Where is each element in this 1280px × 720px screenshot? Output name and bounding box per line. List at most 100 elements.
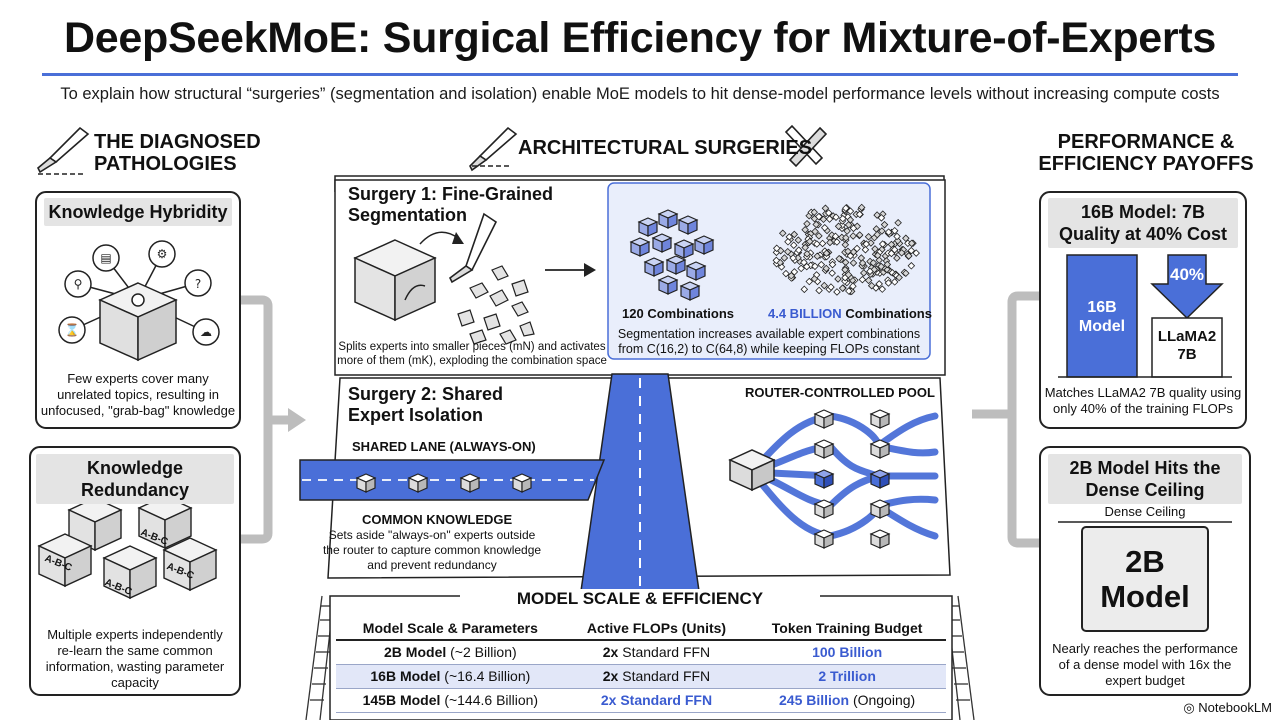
table-row: 2B Model (~2 Billion) 2x Standard FFN 10… bbox=[336, 640, 946, 665]
cluster-cube bbox=[803, 250, 811, 258]
cluster-cube bbox=[878, 227, 886, 235]
cluster-cube bbox=[902, 234, 910, 243]
flops-multiplier: 2x bbox=[600, 692, 617, 708]
table-cell-budget: 245 Billion (Ongoing) bbox=[748, 688, 946, 713]
notebook-icon: ◎ bbox=[1183, 700, 1195, 715]
cluster-cube bbox=[834, 275, 842, 283]
payoffs-heading-line2: EFFICIENCY PAYOFFS bbox=[1038, 153, 1254, 175]
card2-title-line1: 2B Model Hits the bbox=[1069, 458, 1221, 478]
cluster-cube bbox=[864, 276, 873, 285]
cluster-cube bbox=[845, 287, 853, 295]
cluster-cube bbox=[790, 241, 798, 249]
cluster-cube bbox=[838, 284, 847, 292]
cluster-cube bbox=[825, 215, 834, 223]
common-knowledge-label: COMMON KNOWLEDGE bbox=[362, 512, 513, 527]
page-title: DeepSeekMoE: Surgical Efficiency for Mix… bbox=[64, 14, 1216, 62]
cluster-cube bbox=[849, 224, 858, 233]
surgery2-title-line1: Surgery 2: Shared bbox=[348, 384, 504, 404]
card2-caption: Nearly reaches the performance of a dens… bbox=[1044, 641, 1246, 689]
combo-cluster-large bbox=[772, 203, 920, 296]
cluster-cube bbox=[873, 230, 882, 239]
cluster-cube bbox=[797, 264, 805, 273]
cluster-cube bbox=[777, 263, 786, 271]
svg-text:▤: ▤ bbox=[100, 251, 111, 265]
surgery1-caption-line: Splits experts into smaller pieces (mN) … bbox=[338, 341, 606, 353]
cluster-cube bbox=[893, 237, 902, 245]
svg-text:☁: ☁ bbox=[200, 325, 212, 339]
budget-note: (Ongoing) bbox=[852, 692, 916, 708]
flops-multiplier: 2x bbox=[602, 644, 619, 661]
cluster-cube bbox=[822, 249, 831, 258]
cluster-cube bbox=[787, 272, 796, 280]
hybridity-caption: Few experts cover many unrelated topics,… bbox=[40, 371, 236, 419]
cluster-cube bbox=[875, 280, 883, 288]
cluster-cube bbox=[884, 228, 893, 236]
cluster-cube bbox=[864, 232, 873, 241]
cluster-cube bbox=[801, 243, 809, 252]
ruler-pencil-icon bbox=[784, 124, 828, 168]
table-cell-model: 16B Model (~16.4 Billion) bbox=[336, 664, 565, 689]
cluster-cube bbox=[907, 246, 916, 255]
cluster-cube bbox=[887, 249, 896, 258]
table-header-cell: Active FLOPs (Units) bbox=[564, 616, 749, 641]
card1-title: 16B Model: 7B Quality at 40% Cost bbox=[1048, 198, 1238, 248]
cluster-cube bbox=[790, 268, 799, 276]
cluster-cube bbox=[813, 240, 821, 248]
cluster-cube bbox=[815, 212, 823, 221]
llama-label-line1: LLaMA2 bbox=[1157, 328, 1217, 345]
combo-caption-line: Segmentation increases available expert … bbox=[617, 327, 921, 341]
svg-text:?: ? bbox=[195, 277, 201, 291]
cluster-cube bbox=[873, 251, 882, 260]
router-icon bbox=[728, 449, 776, 492]
cluster-cube bbox=[784, 238, 792, 246]
left-connector bbox=[240, 295, 290, 544]
cluster-cube bbox=[843, 227, 851, 235]
cluster-cube bbox=[858, 259, 867, 267]
cluster-cube bbox=[842, 234, 850, 242]
cluster-cube bbox=[890, 278, 899, 286]
cluster-cube bbox=[855, 231, 864, 239]
svg-text:⌛: ⌛ bbox=[65, 323, 80, 337]
surgery1-caption-line: more of them (mK), exploding the combina… bbox=[337, 355, 607, 367]
cluster-cube bbox=[846, 207, 855, 215]
cluster-cube bbox=[790, 230, 799, 239]
cluster-cube bbox=[861, 245, 870, 254]
cluster-cube bbox=[824, 209, 833, 217]
card1-title-line2: Quality at 40% Cost bbox=[1058, 224, 1228, 244]
surgery2-caption: Sets aside "always-on" experts outside t… bbox=[316, 528, 548, 573]
scalpel-icon bbox=[448, 212, 498, 284]
flops-multiplier: 2x bbox=[602, 668, 619, 684]
llama-bar bbox=[1151, 317, 1223, 378]
table-header-cell: Model Scale & Parameters bbox=[336, 616, 565, 641]
model-name: 145B Model bbox=[362, 692, 441, 708]
16b-bar-label-line1: 16B bbox=[1087, 299, 1117, 316]
cluster-cube bbox=[821, 204, 830, 213]
combo-large-label: 4.4 BILLION Combinations bbox=[768, 306, 932, 321]
cluster-cube bbox=[853, 222, 862, 231]
hybridity-caption-line: Few experts cover many bbox=[67, 371, 209, 386]
cluster-cube bbox=[813, 252, 822, 260]
surgery1-title: Surgery 1: Fine-Grained Segmentation bbox=[348, 184, 553, 226]
cluster-cube bbox=[895, 273, 903, 282]
pathologies-heading-line2: PATHOLOGIES bbox=[94, 153, 237, 175]
cluster-cube bbox=[778, 229, 787, 238]
cluster-cube bbox=[782, 269, 790, 278]
token-budget: 2 Trillion bbox=[818, 668, 876, 684]
redundancy-caption-line: re-learn the same common bbox=[57, 643, 213, 658]
cluster-cube bbox=[902, 269, 910, 278]
model-scale-table: Model Scale & Parameters Active FLOPs (U… bbox=[336, 616, 946, 713]
token-budget: 245 Billion bbox=[779, 692, 850, 708]
cluster-cube bbox=[818, 239, 827, 248]
cluster-cube bbox=[811, 227, 819, 236]
cluster-cube bbox=[820, 281, 829, 290]
pathologies-heading-line1: THE DIAGNOSED bbox=[94, 131, 261, 153]
redundancy-caption-line: information, wasting parameter bbox=[45, 659, 225, 674]
surgery1-caption: Splits experts into smaller pieces (mN) … bbox=[336, 340, 608, 368]
svg-text:⚙: ⚙ bbox=[157, 247, 168, 261]
cluster-cube bbox=[849, 282, 857, 290]
card1-title-line1: 16B Model: 7B bbox=[1080, 202, 1206, 222]
cluster-cube bbox=[828, 269, 836, 277]
router-pool-label: ROUTER-CONTROLLED POOL bbox=[745, 385, 935, 400]
cluster-cube bbox=[859, 269, 868, 277]
page-subtitle: To explain how structural “surgeries” (s… bbox=[60, 85, 1220, 103]
